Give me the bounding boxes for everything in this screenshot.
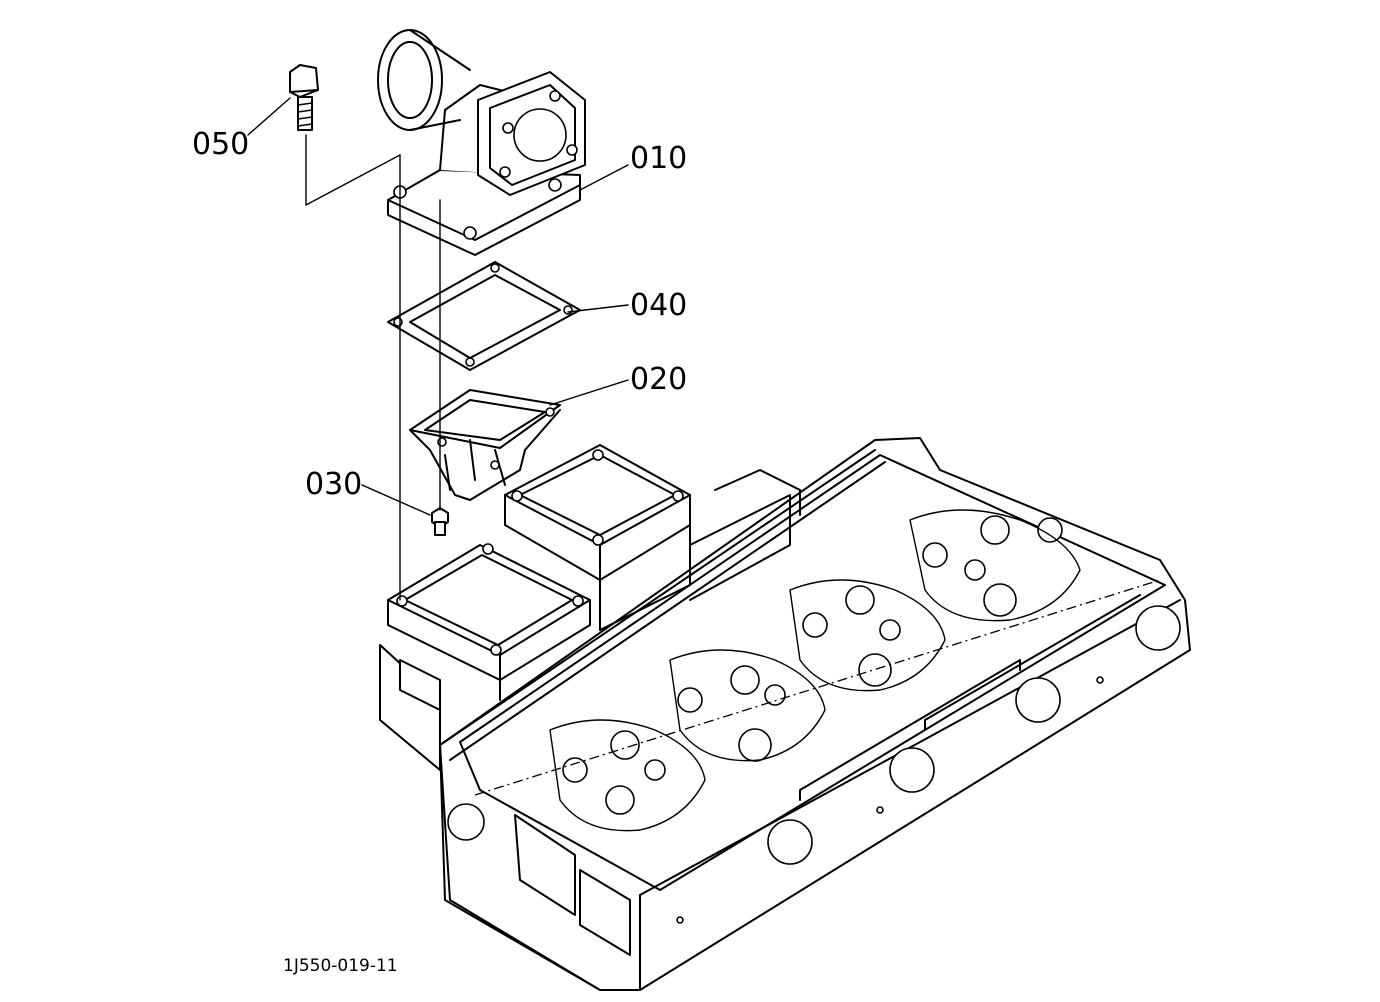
part-label-020: 020: [630, 362, 687, 397]
part-label-040: 040: [630, 288, 687, 323]
part-010-intake-elbow: [377, 29, 586, 256]
valve-ports: [562, 515, 1063, 815]
drawing-reference-code: 1J550-019-11: [283, 956, 398, 976]
assembly-lines: [305, 134, 441, 601]
part-label-010: 010: [630, 141, 687, 176]
leader-lines: [247, 97, 629, 516]
part-label-030: 030: [305, 467, 362, 502]
part-050-bolt: [289, 64, 319, 131]
cylinder-head: [439, 437, 1191, 991]
part-label-050: 050: [192, 127, 249, 162]
part-040-gasket: [387, 261, 581, 371]
head-port-holes: [447, 605, 1181, 865]
part-030-screw: [431, 507, 449, 536]
intake-manifold: [379, 444, 801, 771]
